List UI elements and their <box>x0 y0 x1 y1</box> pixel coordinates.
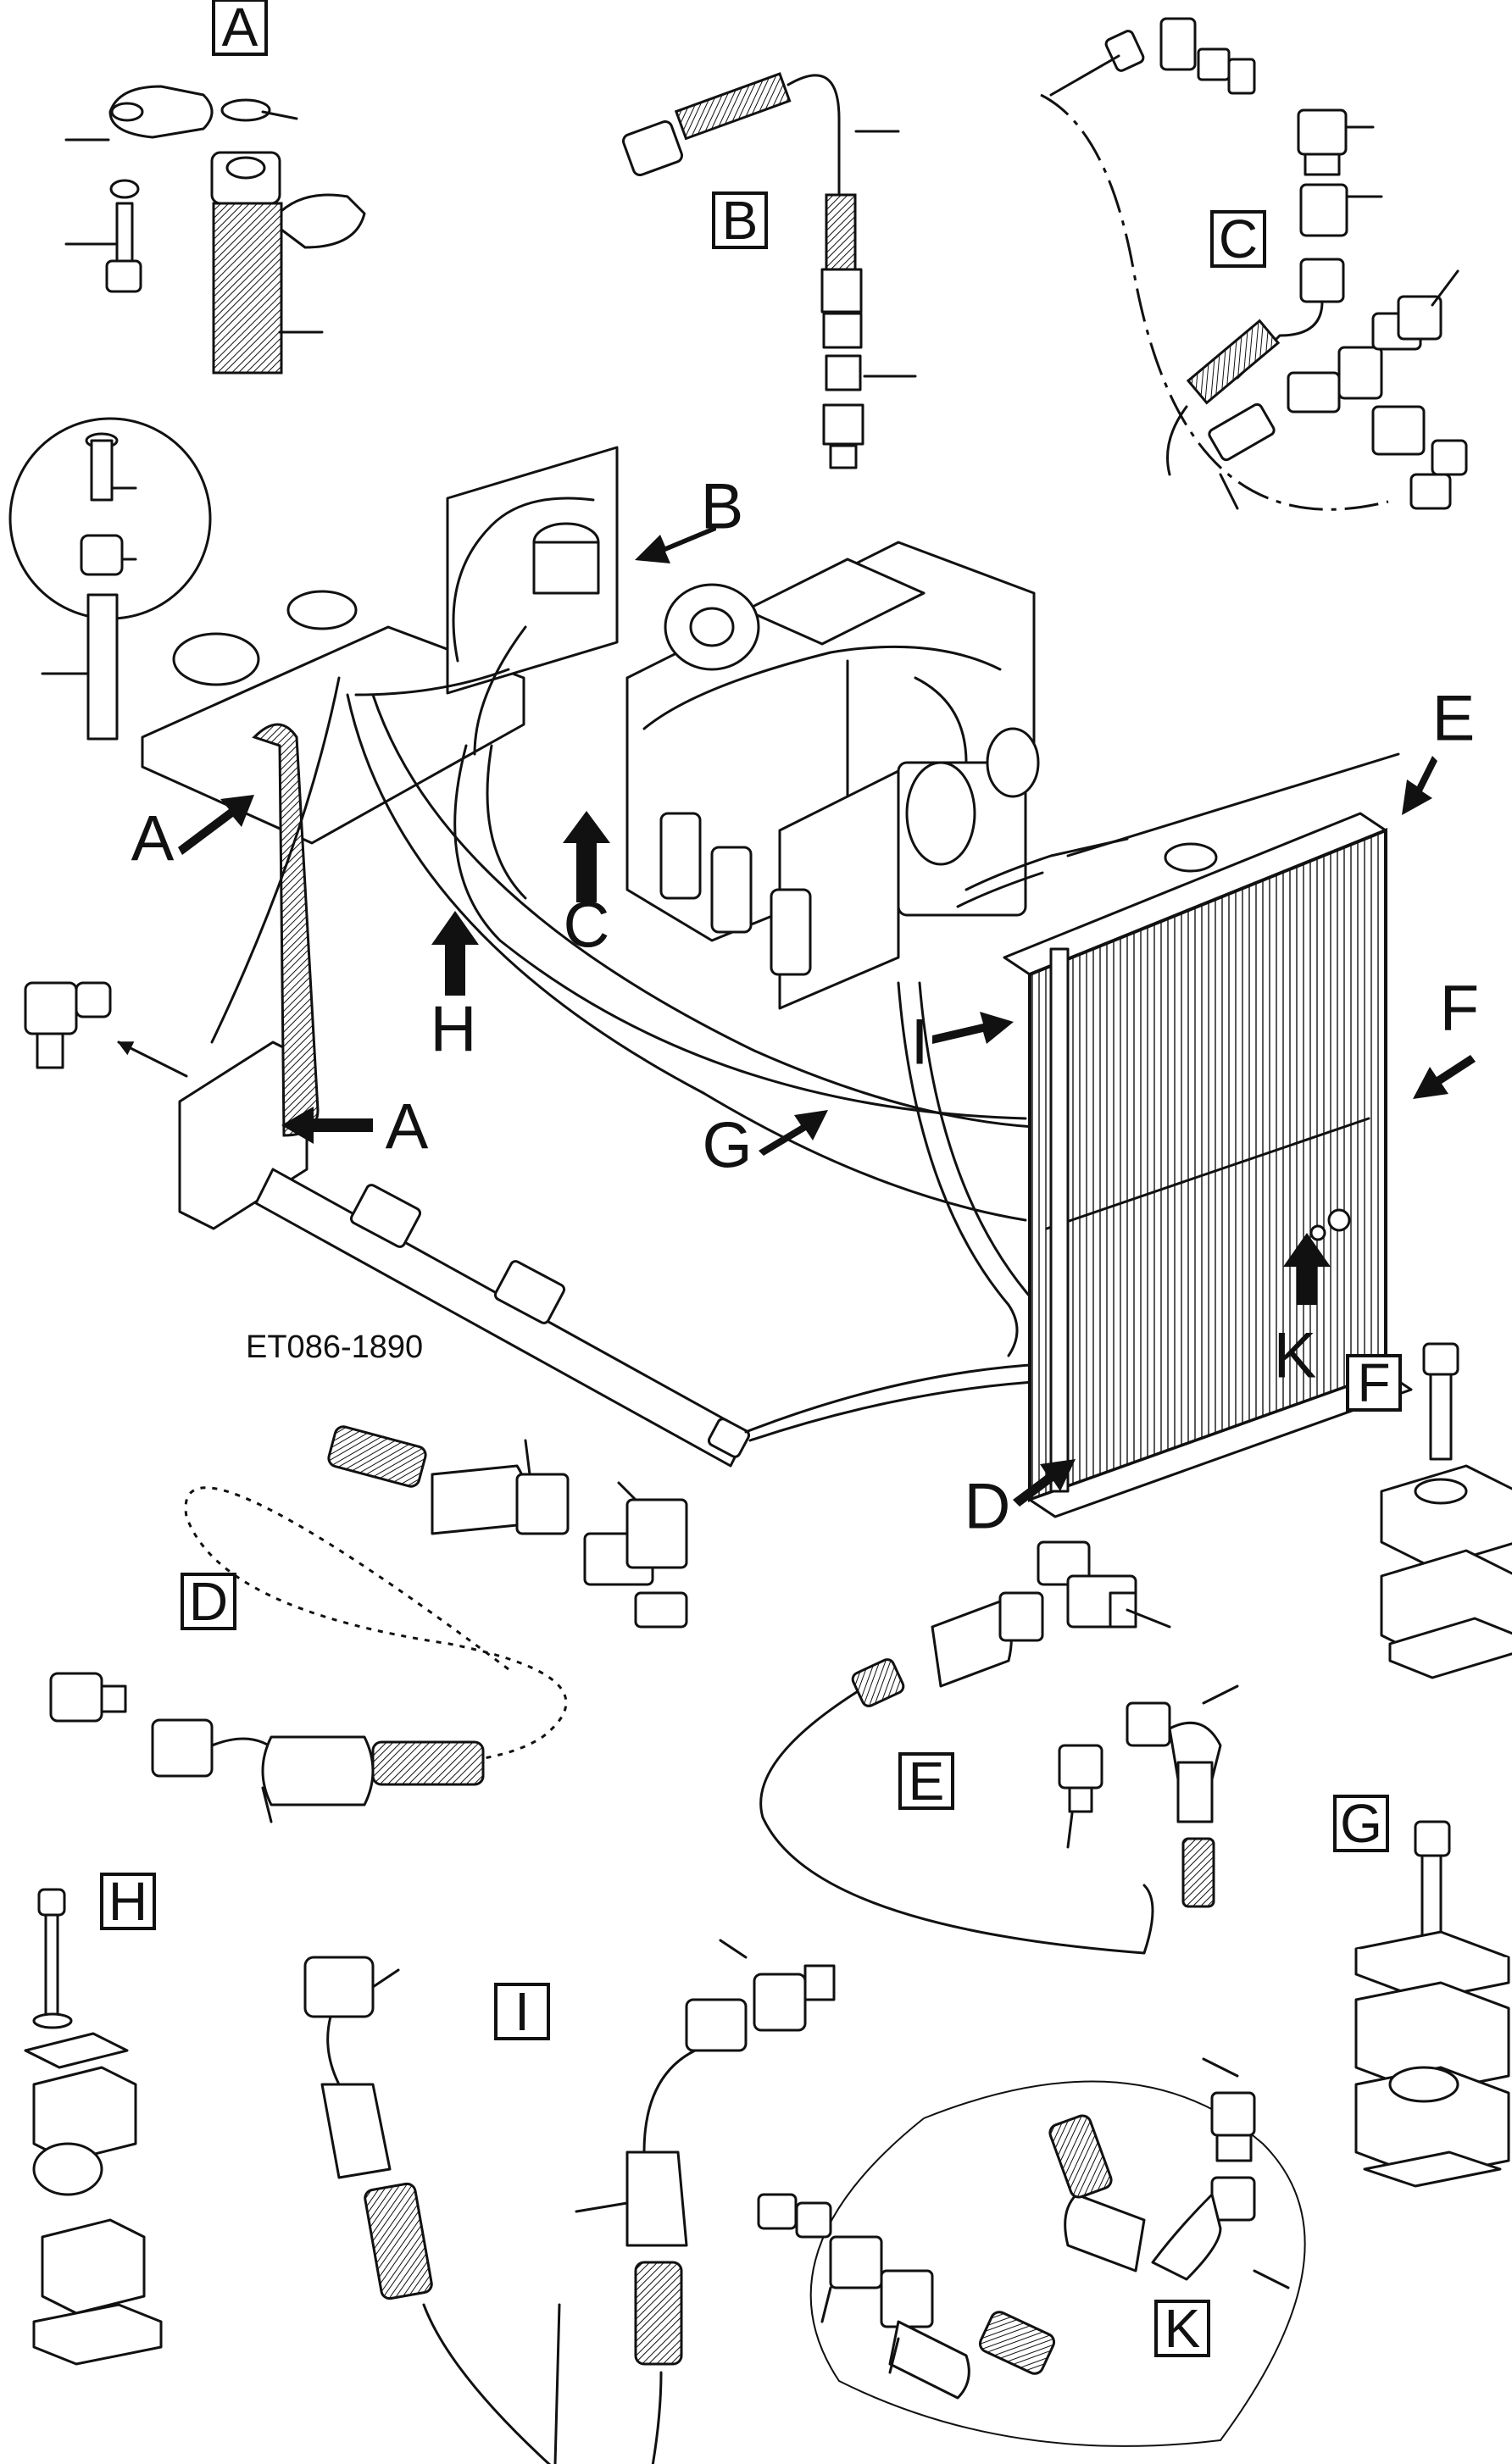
arrow-label-a-upper: A <box>131 803 175 875</box>
detail-h-group: H <box>24 1871 163 2366</box>
detail-d-group: D <box>49 1425 688 1823</box>
detail-box-g <box>1333 1795 1389 1852</box>
arrow-label-d: D <box>964 1471 1011 1543</box>
arrow-label-a-lower: A <box>386 1091 429 1163</box>
detail-label-g: G <box>1340 1793 1382 1854</box>
arrow-label-k: K <box>1274 1320 1317 1392</box>
arrow-label-f: F <box>1440 973 1479 1045</box>
detail-label-h: H <box>108 1871 147 1932</box>
detail-e-group: E <box>759 1540 1239 1955</box>
figure-code: ET086-1890 <box>246 1329 423 1365</box>
detail-label-c: C <box>1219 208 1258 269</box>
detail-box-d <box>181 1573 236 1630</box>
detail-box-k <box>1154 2300 1210 2357</box>
arrow-label-i: I <box>910 1007 928 1079</box>
detail-box-b <box>712 191 768 249</box>
arrow-label-h: H <box>431 994 477 1066</box>
detail-label-a: A <box>222 0 258 58</box>
detail-label-k: K <box>1165 2298 1201 2359</box>
detail-label-e: E <box>909 1751 945 1812</box>
detail-label-b: B <box>722 190 759 251</box>
detail-box-a <box>212 0 268 56</box>
detail-label-i: I <box>514 1981 530 2042</box>
detail-c-group: C <box>1040 17 1468 511</box>
detail-label-f: F <box>1357 1352 1390 1413</box>
pointer-arrows: A A B C H G I E F K D <box>24 471 1479 1543</box>
detail-box-i <box>494 1983 550 2040</box>
arrow-label-e: E <box>1432 683 1476 755</box>
arrow-label-c: C <box>564 890 610 962</box>
detail-box-h <box>100 1873 156 1930</box>
arrow-label-b: B <box>701 471 744 543</box>
detail-b-group: B <box>622 72 917 469</box>
detail-label-d: D <box>189 1571 228 1632</box>
main-assembly <box>141 446 1413 1518</box>
detail-i-group: I <box>303 1939 836 2464</box>
detail-a-group: A <box>64 0 366 375</box>
clamp-inset <box>8 417 212 741</box>
detail-k-group: K <box>757 2057 1306 2447</box>
detail-box-e <box>898 1752 954 1810</box>
arrow-label-g: G <box>702 1110 752 1182</box>
detail-box-c <box>1210 210 1266 268</box>
detail-g-group: G <box>1333 1793 1510 2188</box>
detail-f-group: F <box>1346 1342 1512 1679</box>
detail-box-f <box>1346 1354 1402 1412</box>
